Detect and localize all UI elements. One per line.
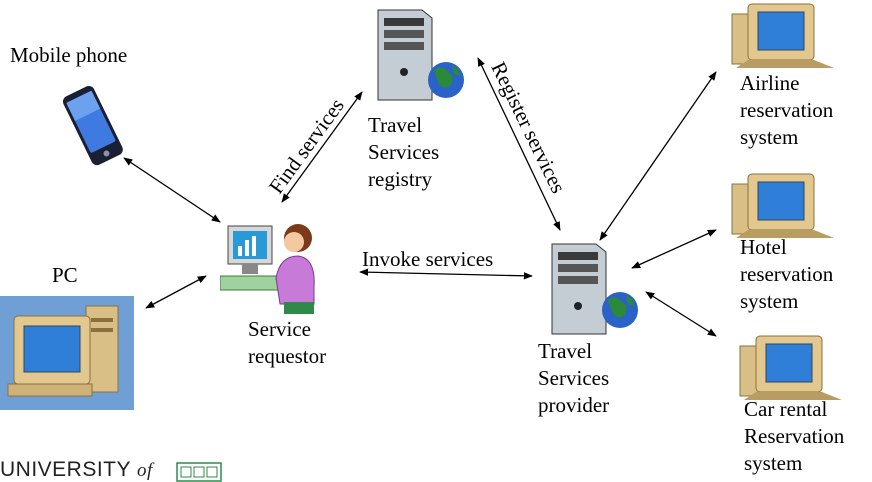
university-text: UNIVERSITY <box>0 458 131 481</box>
edge-requestor-registry <box>281 91 363 203</box>
airline-label: Airline reservation system <box>740 71 834 149</box>
edge-pc-requestor <box>145 275 207 309</box>
invoke-services-label: Invoke services <box>362 247 494 271</box>
university-logo-icon <box>176 462 222 482</box>
airline-computer-icon <box>731 3 834 68</box>
mobile-phone-label: Mobile phone <box>10 43 128 67</box>
car-rental-computer-icon <box>739 335 842 400</box>
edge-provider-airline <box>599 71 717 241</box>
registry-label: Travel Services registry <box>368 113 440 191</box>
hotel-computer-icon <box>731 173 834 238</box>
edge-provider-hotel <box>631 229 717 269</box>
hotel-label: Hotel reservation system <box>740 235 834 313</box>
edge-registry-provider <box>477 57 561 231</box>
car-rental-label: Car rental Reservation system <box>744 397 845 475</box>
mobile-phone-icon <box>62 85 123 166</box>
edge-provider-carrental <box>645 291 717 337</box>
service-requestor-label: Service requestor <box>248 317 327 368</box>
university-footer: UNIVERSITY of <box>0 458 153 482</box>
edge-requestor-provider <box>359 268 533 280</box>
university-of-text: of <box>137 460 153 481</box>
pc-icon <box>0 296 134 410</box>
pc-label: PC <box>52 263 78 287</box>
edge-phone-requestor <box>123 157 221 223</box>
service-requestor-icon <box>220 224 315 314</box>
registry-server-icon <box>377 9 464 101</box>
provider-label: Travel Services provider <box>538 339 610 417</box>
provider-server-icon <box>551 243 638 335</box>
